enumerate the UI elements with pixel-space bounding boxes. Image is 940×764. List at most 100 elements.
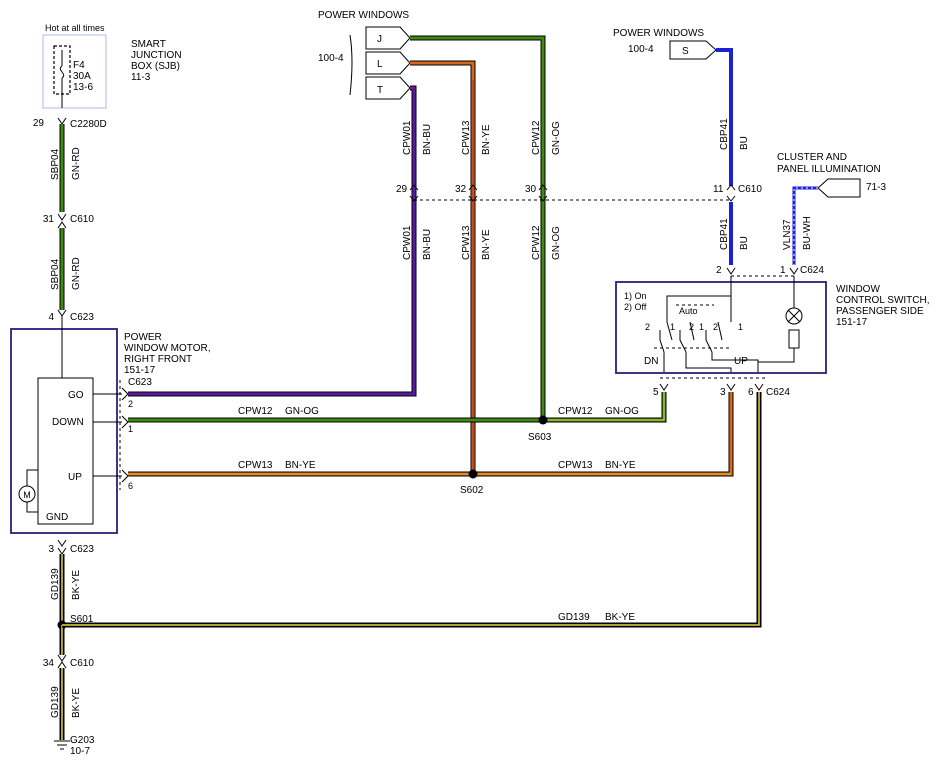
- cpw01-tracer: [128, 88, 415, 395]
- cpw13-a-color: BN-YE: [481, 124, 492, 155]
- sbp04-top-color: GN-RD: [71, 147, 82, 180]
- h-cpw12-right-circuit: CPW12: [558, 406, 593, 417]
- lamp-return: [758, 348, 795, 363]
- c624-top-arrows: [726, 267, 799, 275]
- switch-title-3: PASSENGER SIDE: [836, 306, 924, 317]
- s603-label: S603: [528, 432, 552, 443]
- cpw13-b-color: BN-YE: [481, 229, 492, 260]
- h-gd139-circuit: GD139: [558, 612, 590, 623]
- c610-mid-arrow-2: [468, 184, 478, 202]
- motor-title-3: RIGHT FRONT: [124, 354, 192, 365]
- cpw01-a-color: BN-BU: [422, 124, 433, 155]
- c623-bottom-label: C623: [70, 544, 94, 555]
- motor-title-2: WINDOW MOTOR,: [124, 343, 210, 354]
- vln37-tracer: [793, 187, 818, 265]
- gd139-bottom-color: BK-YE: [71, 688, 82, 718]
- h-cpw12-right-color: GN-OG: [605, 406, 639, 417]
- c2280d-pin: 29: [33, 118, 45, 129]
- c610-bottom-pin: 34: [43, 658, 55, 669]
- cpw12-b-color: GN-OG: [551, 226, 562, 260]
- sbp04-mid-circuit: SBP04: [50, 258, 61, 290]
- h-cpw12-left-circuit: CPW12: [238, 406, 273, 417]
- cpw12-a-color: GN-OG: [551, 121, 562, 155]
- c623-top-pin: 4: [48, 312, 54, 323]
- ground-icon: [54, 740, 70, 750]
- motor-pin-go: 2: [128, 399, 133, 409]
- fuse-amps: 30A: [73, 71, 91, 82]
- c623-top-connector: [57, 309, 67, 317]
- cpw13-a-circuit: CPW13: [461, 120, 472, 155]
- pin-j-label: J: [377, 34, 382, 45]
- switch-pos-5: 2: [713, 322, 718, 332]
- h-cpw13-outline: [128, 392, 734, 477]
- c610-mid-pin-29: 29: [396, 184, 408, 195]
- switch-up-label: UP: [734, 356, 748, 367]
- s602-label: S602: [460, 485, 484, 496]
- motor-title-4: 151-17: [124, 365, 156, 376]
- lamp-icon: [785, 307, 803, 325]
- cbp41-a-color: BU: [739, 136, 750, 150]
- c610-mid-pin-30: 30: [525, 184, 537, 195]
- cbp41-b-circuit: CBP41: [719, 218, 730, 250]
- c623-bottom-pin: 3: [48, 544, 54, 555]
- h-gd139-color: BK-YE: [605, 612, 635, 623]
- cpw01-a-circuit: CPW01: [402, 120, 413, 155]
- h-gd139-wire: [62, 392, 760, 626]
- switch-title-2: CONTROL SWITCH,: [836, 295, 930, 306]
- fuse-name: F4: [73, 60, 85, 71]
- cbp41-a-circuit: CBP41: [719, 118, 730, 150]
- pin-t-label: T: [377, 85, 383, 96]
- lamp-filament-icon: [787, 309, 801, 323]
- c624-bottom-pin-3: 3: [720, 387, 726, 398]
- c624-bottom-label: C624: [766, 387, 790, 398]
- c624-bottom-arrows: [659, 383, 764, 391]
- c610-left-pin: 31: [43, 214, 55, 225]
- h-cpw13-left-circuit: CPW13: [238, 460, 273, 471]
- c624-bottom-pin-5: 5: [653, 387, 659, 398]
- sjb-title-1: SMART: [131, 39, 166, 50]
- switch-pos-2: 1: [670, 322, 675, 332]
- c623-side-label: C623: [128, 377, 152, 388]
- gd139-bottom-circuit: GD139: [50, 686, 61, 718]
- c2280d-label: C2280D: [70, 119, 107, 130]
- c623-top-label: C623: [70, 312, 94, 323]
- c610-right-pin: 11: [713, 184, 724, 195]
- sjb-title-4: 11-3: [131, 72, 151, 83]
- ground-name: G203: [70, 735, 95, 746]
- vln37-color: BU-WH: [802, 216, 813, 250]
- pin-l-tag: [365, 51, 411, 75]
- sjb-title-3: BOX (SJB): [131, 61, 180, 72]
- pin-t-tag: [365, 76, 411, 100]
- cpw12-a-circuit: CPW12: [531, 120, 542, 155]
- motor-pin-down: 1: [128, 424, 133, 434]
- switch-auto-label: Auto: [679, 306, 698, 316]
- sjb-frame: [42, 34, 107, 109]
- switch-pos-4: 1: [699, 322, 704, 332]
- cpw01-b-circuit: CPW01: [402, 225, 413, 260]
- cpw12-route: [410, 36, 545, 420]
- fuse-symbol: [59, 50, 65, 108]
- switch-outputs: [663, 352, 759, 372]
- c610-left-label: C610: [70, 214, 94, 225]
- s602-splice: [468, 469, 478, 479]
- motor-down-label: DOWN: [52, 417, 84, 428]
- switch-title-1: WINDOW: [836, 284, 880, 295]
- c610-bottom-label: C610: [70, 658, 94, 669]
- pw-top-bracket: [349, 34, 353, 96]
- pin-j-tag: [365, 26, 411, 50]
- pw-right-ref: 100-4: [628, 44, 654, 55]
- cbp41-b-color: BU: [739, 236, 750, 250]
- vln37-circuit: VLN37: [782, 219, 793, 250]
- motor-up-label: UP: [68, 472, 82, 483]
- cpw13-b-circuit: CPW13: [461, 225, 472, 260]
- pin-l-label: L: [377, 59, 383, 70]
- pw-top-title: POWER WINDOWS: [318, 10, 409, 21]
- s603-splice: [538, 415, 548, 425]
- switch-feed-bus: [666, 276, 732, 322]
- motor-title-1: POWER: [124, 332, 162, 343]
- h-cpw13-right-color: BN-YE: [605, 460, 636, 471]
- c2280d-connector: [57, 117, 67, 125]
- switch-pos-1: 2: [645, 322, 650, 332]
- c624-top-pin-b: 1: [780, 265, 786, 276]
